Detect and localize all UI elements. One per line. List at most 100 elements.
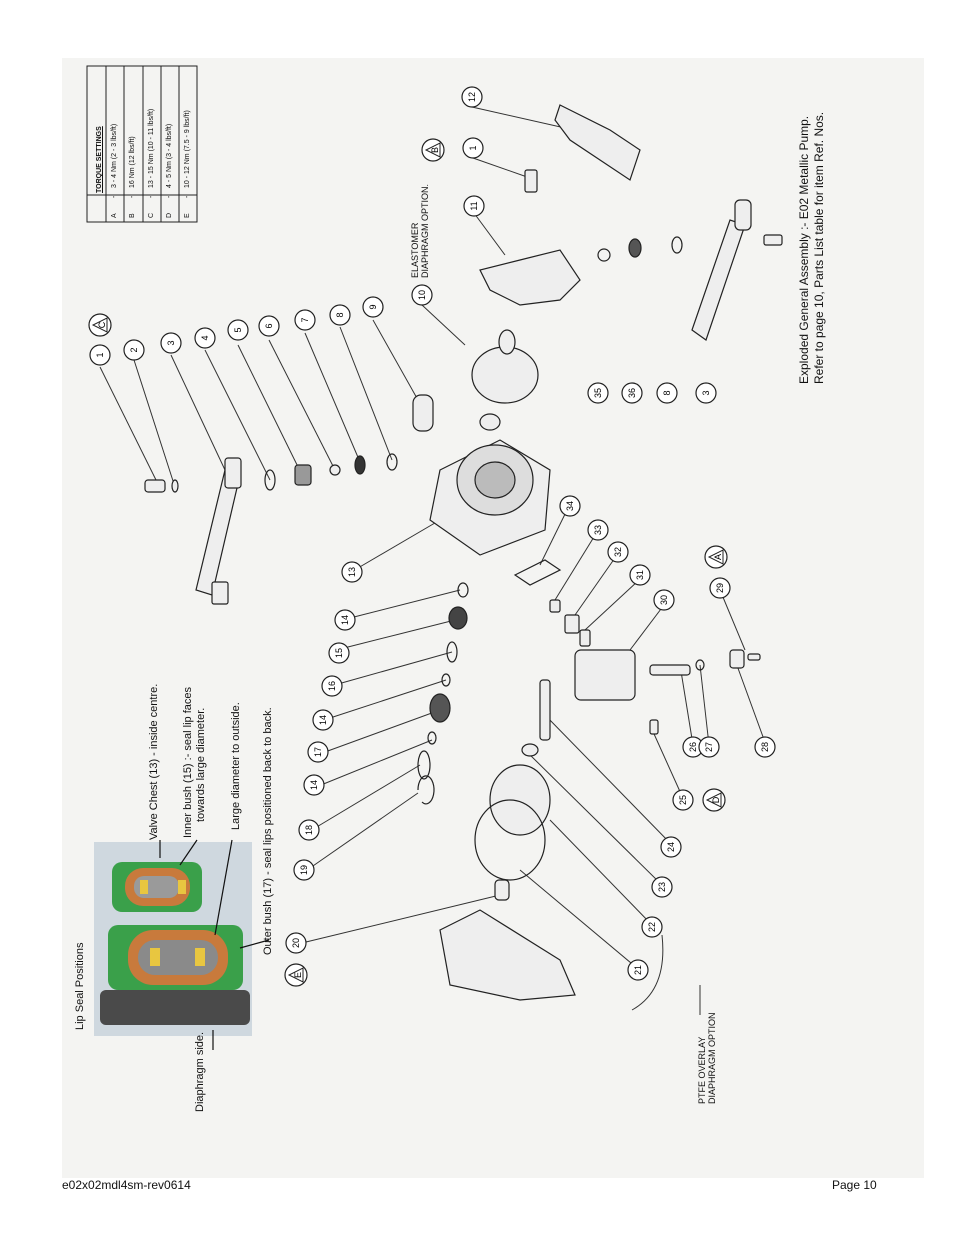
callout-circle xyxy=(651,876,673,898)
callout-19: 19 xyxy=(293,859,315,881)
callout-14: 14 xyxy=(303,774,325,796)
callout-circle xyxy=(660,836,682,858)
callout-number: 19 xyxy=(299,865,309,875)
callout-number: 3 xyxy=(701,390,711,395)
callout-number: 22 xyxy=(647,922,657,932)
callout-4: 4 xyxy=(194,327,216,349)
callout-number: 16 xyxy=(327,681,337,691)
callout-6: 6 xyxy=(258,315,280,337)
part-outer-housing xyxy=(439,909,576,1001)
torque-row-letter: B xyxy=(129,213,136,218)
callout-36: 36 xyxy=(621,382,643,404)
elastomer-option-label-2: DIAPHRAGM OPTION. xyxy=(420,183,430,278)
part-shaft-24 xyxy=(539,679,551,741)
callout-circle xyxy=(559,495,581,517)
callout-number: 20 xyxy=(291,938,301,948)
torque-row-value: 10 - 12 Nm (7.5 - 9 lbs/ft) xyxy=(184,110,191,188)
callout-16: 16 xyxy=(321,675,343,697)
callout-1: 1 xyxy=(89,344,111,366)
callout-29: 29 xyxy=(709,577,731,599)
part-diaphragm-21 xyxy=(474,799,546,881)
callout-number: 1 xyxy=(95,352,105,357)
callout-circle xyxy=(285,932,307,954)
svg-text:D: D xyxy=(711,796,721,803)
callout-circle xyxy=(754,736,776,758)
svg-text:C: C xyxy=(97,321,107,328)
callout-12: 12 xyxy=(461,86,483,108)
callout-23: 23 xyxy=(651,876,673,898)
callout-21: 21 xyxy=(627,959,649,981)
torque-row-value: 4 - 5 Nm (3 - 4 lbs/ft) xyxy=(166,123,173,188)
callout-number: 6 xyxy=(264,323,274,328)
callout-number: 31 xyxy=(635,570,645,580)
callout-number: 27 xyxy=(704,742,714,752)
part-manifold-3 xyxy=(195,469,241,596)
torque-table-title: TORQUE SETTINGS xyxy=(96,126,103,193)
callout-number: 18 xyxy=(304,825,314,835)
callout-circle xyxy=(629,564,651,586)
callout-number: 9 xyxy=(368,304,378,309)
callout-circle xyxy=(321,675,343,697)
outer-bush-label: Outer bush (17) - seal lips positioned b… xyxy=(262,707,274,955)
svg-text:E: E xyxy=(293,972,303,978)
callout-circle xyxy=(587,519,609,541)
callout-circle xyxy=(294,309,316,331)
callout-number: 15 xyxy=(334,648,344,658)
lip-seal-title: Lip Seal Positions xyxy=(74,942,86,1030)
callout-25: 25 xyxy=(672,789,694,811)
figure-caption-line-1: Exploded General Assembly :- E02 Metalli… xyxy=(797,115,811,384)
callout-31: 31 xyxy=(629,564,651,586)
callout-circle xyxy=(698,736,720,758)
callout-number: 17 xyxy=(313,747,323,757)
callout-number: 8 xyxy=(335,312,345,317)
torque-row-dash: - xyxy=(166,195,173,198)
callout-circle xyxy=(411,284,433,306)
part-bracket-12 xyxy=(554,104,641,181)
callout-circle xyxy=(362,296,384,318)
torque-row-letter: E xyxy=(184,213,191,218)
torque-row-value: 16 Nm (12 lbs/ft) xyxy=(129,136,136,188)
callout-circle xyxy=(328,642,350,664)
callout-13: 13 xyxy=(341,561,363,583)
callout-number: 23 xyxy=(657,882,667,892)
callout-number: 13 xyxy=(347,567,357,577)
part-air-valve-30 xyxy=(574,649,636,701)
leader-lines xyxy=(99,106,767,969)
callout-17: 17 xyxy=(307,741,329,763)
callout-circle xyxy=(341,561,363,583)
callout-1: 1 xyxy=(462,137,484,159)
photo-arrows xyxy=(159,839,270,1050)
torque-marker-b: B xyxy=(421,138,445,162)
callout-number: 14 xyxy=(318,715,328,725)
callout-number: 28 xyxy=(760,742,770,752)
callout-number: 5 xyxy=(233,327,243,332)
part-screw-1 xyxy=(144,479,166,493)
callout-28: 28 xyxy=(754,736,776,758)
torque-row-value: 3 - 4 Nm (2 - 3 lbs/ft) xyxy=(111,123,118,188)
callout-number: 36 xyxy=(627,388,637,398)
callout-9: 9 xyxy=(362,296,384,318)
callout-number: 33 xyxy=(593,525,603,535)
callout-circle xyxy=(463,195,485,217)
pump-parts xyxy=(144,104,783,1001)
diaphragm-side-label: Diaphragm side. xyxy=(194,1031,206,1112)
callout-7: 7 xyxy=(294,309,316,331)
part-diaphragm-elastomer xyxy=(471,346,539,404)
callout-number: 3 xyxy=(166,340,176,345)
callout-5: 5 xyxy=(227,319,249,341)
ptfe-option-bracket xyxy=(631,934,664,1011)
elastomer-option-label-1: ELASTOMER xyxy=(410,222,420,278)
callout-circle xyxy=(709,577,731,599)
torque-row-dash: - xyxy=(129,195,136,198)
footer-page-number: Page 10 xyxy=(832,1178,877,1192)
callout-18: 18 xyxy=(298,819,320,841)
torque-row-dash: - xyxy=(184,195,191,198)
torque-row-dash: - xyxy=(148,195,155,198)
part-washer-2 xyxy=(171,479,179,493)
footer-document-id: e02x02mdl4sm-rev0614 xyxy=(62,1178,191,1192)
callout-circle xyxy=(160,332,182,354)
callout-number: 30 xyxy=(659,595,669,605)
